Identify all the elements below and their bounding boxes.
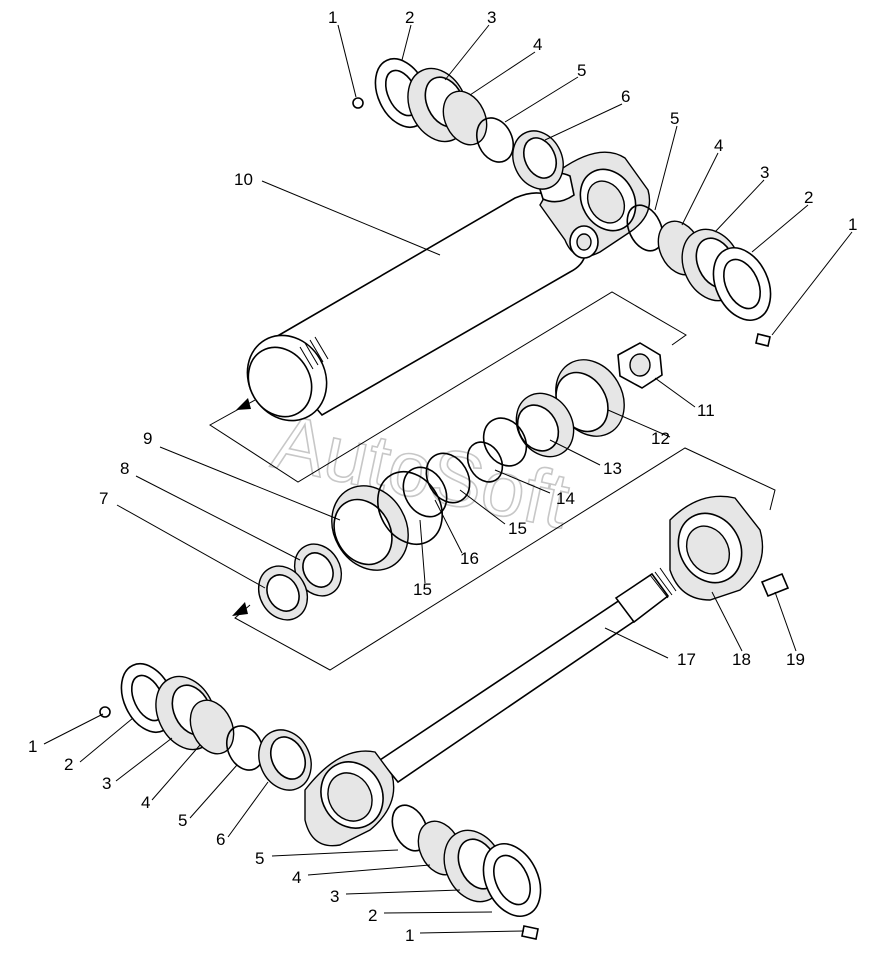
set-screw <box>760 572 790 598</box>
callout-8: 8 <box>120 459 129 478</box>
callout-5-left: 5 <box>178 811 187 830</box>
piston-rod <box>304 567 677 847</box>
callout-7: 7 <box>99 489 108 508</box>
callout-4-left: 4 <box>141 793 150 812</box>
callout-13: 13 <box>603 459 622 478</box>
callout-1-bottom: 1 <box>405 926 414 945</box>
callout-19: 19 <box>786 650 805 669</box>
callout-3-top: 3 <box>487 8 496 27</box>
left-flange-stack <box>99 663 312 791</box>
callout-12: 12 <box>651 429 670 448</box>
callout-18: 18 <box>732 650 751 669</box>
callout-2-bottom: 2 <box>368 906 377 925</box>
top-flange-stack <box>352 58 564 190</box>
assembly-bracket-lines <box>209 291 776 671</box>
callout-2-right: 2 <box>804 188 813 207</box>
leader-lines <box>43 24 853 934</box>
callout-5-bottom: 5 <box>255 849 264 868</box>
callout-16: 16 <box>460 549 479 568</box>
callout-4-bottom: 4 <box>292 868 301 887</box>
callout-4-right: 4 <box>714 136 723 155</box>
callout-1-left: 1 <box>28 737 37 756</box>
callout-1-right: 1 <box>848 215 857 234</box>
piston-body <box>515 359 625 458</box>
callout-2-left: 2 <box>64 755 73 774</box>
callout-4-top: 4 <box>533 35 542 54</box>
callout-labels: 1 2 3 4 5 6 10 5 4 3 2 1 11 12 13 14 15 … <box>28 8 857 945</box>
callout-15-a: 15 <box>508 519 527 538</box>
seal-rings-7-8 <box>257 543 343 621</box>
gland-nut <box>669 495 764 601</box>
callout-5-top: 5 <box>577 61 586 80</box>
piston-guide <box>402 417 528 518</box>
callout-11: 11 <box>697 401 715 420</box>
callout-6-top: 6 <box>621 87 630 106</box>
callout-3-left: 3 <box>102 774 111 793</box>
right-flange-stack <box>626 204 772 347</box>
callout-6-left: 6 <box>216 830 225 849</box>
callout-14: 14 <box>556 489 575 508</box>
cylinder-barrel <box>246 151 651 422</box>
callout-2-top: 2 <box>405 8 414 27</box>
piston-nut <box>617 342 663 389</box>
callout-3-right: 3 <box>760 163 769 182</box>
callout-1-top: 1 <box>328 8 337 27</box>
callout-9: 9 <box>143 429 152 448</box>
callout-17: 17 <box>677 650 696 669</box>
callout-5-right: 5 <box>670 109 679 128</box>
piston-sleeve <box>331 471 443 571</box>
bottom-flange-stack <box>391 804 542 940</box>
callout-10: 10 <box>234 170 253 189</box>
callout-3-bottom: 3 <box>330 887 339 906</box>
callout-15-b: 15 <box>413 580 432 599</box>
